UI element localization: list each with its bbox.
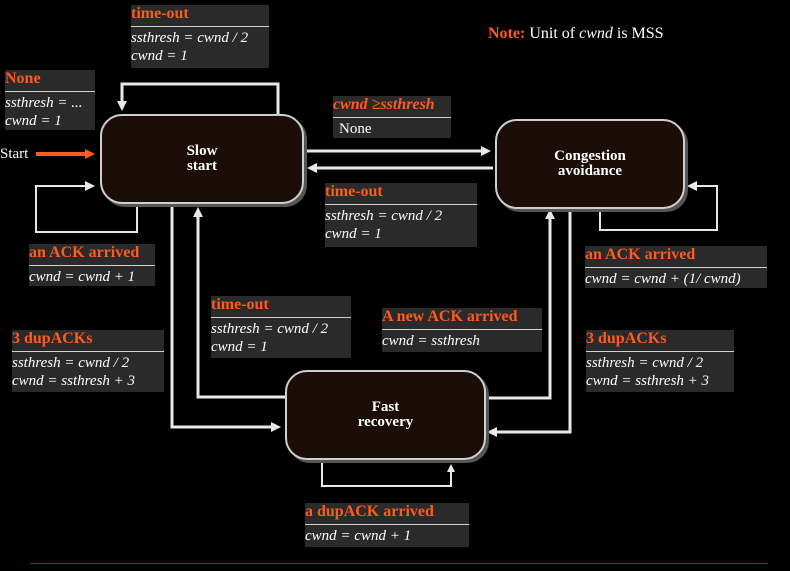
action-ack-ss: cwnd = cwnd + 1 xyxy=(29,269,136,285)
action-none-1: ssthresh = ... xyxy=(5,95,83,111)
action-timeout-top-2: cwnd = 1 xyxy=(131,48,188,64)
label-timeout-top: time-out ssthresh = cwnd / 2 cwnd = 1 xyxy=(131,5,269,68)
action-none-2: cwnd = 1 xyxy=(5,113,62,129)
unit-note: Note: Unit of cwnd is MSS xyxy=(488,25,664,43)
wire-ca-to-fr xyxy=(487,206,572,437)
event-ack-ss: an ACK arrived xyxy=(29,244,140,261)
action-dupacks-right-1: ssthresh = cwnd / 2 xyxy=(586,355,704,371)
action-cwnd-ge-ssthresh: None xyxy=(339,121,372,137)
wire-ss-to-fr xyxy=(170,204,281,432)
action-timeout-fr-1: ssthresh = cwnd / 2 xyxy=(211,321,329,337)
event-cwnd-ge-ssthresh: cwnd ≥ssthresh xyxy=(333,96,435,113)
event-new-ack: A new ACK arrived xyxy=(382,308,518,325)
note-text-before: Unit of xyxy=(529,25,576,42)
event-timeout-fr: time-out xyxy=(211,296,269,313)
action-new-ack: cwnd = ssthresh xyxy=(382,333,480,349)
state-ca-line1: Congestion xyxy=(554,148,626,164)
label-dupacks-right: 3 dupACKs ssthresh = cwnd / 2 cwnd = sst… xyxy=(586,330,734,392)
state-ca-line2: avoidance xyxy=(557,163,623,179)
event-dupacks-left: 3 dupACKs xyxy=(12,330,93,347)
action-timeout-ca-1: ssthresh = cwnd / 2 xyxy=(325,208,443,224)
state-fr-line1: Fast xyxy=(371,399,400,415)
action-dupacks-left-2: cwnd = ssthresh + 3 xyxy=(12,373,136,389)
action-timeout-ca-2: cwnd = 1 xyxy=(325,226,382,242)
state-slow-start-line2: start xyxy=(187,158,217,174)
footer-rule xyxy=(30,563,768,564)
event-ack-ca: an ACK arrived xyxy=(585,246,696,263)
event-timeout-ca: time-out xyxy=(325,183,383,200)
wire-dupack-fr xyxy=(321,458,455,487)
state-fr-line2: recovery xyxy=(357,414,414,430)
label-ack-ss: an ACK arrived cwnd = cwnd + 1 xyxy=(29,244,155,286)
label-none-start: None ssthresh = ... cwnd = 1 xyxy=(5,70,95,130)
note-label: Note: xyxy=(488,25,526,42)
action-dupacks-left-1: ssthresh = cwnd / 2 xyxy=(12,355,130,371)
action-timeout-fr-2: cwnd = 1 xyxy=(211,339,268,355)
wire-fr-to-ca xyxy=(486,209,555,400)
label-new-ack: A new ACK arrived cwnd = ssthresh xyxy=(382,308,542,352)
label-timeout-ca: time-out ssthresh = cwnd / 2 cwnd = 1 xyxy=(325,183,477,247)
event-timeout-top: time-out xyxy=(131,5,189,22)
action-ack-ca: cwnd = cwnd + (1/ cwnd) xyxy=(585,271,741,287)
wire-ack-ca xyxy=(599,181,718,231)
wire-ack-ss xyxy=(35,181,138,233)
start-label: Start xyxy=(0,146,29,162)
note-variable: cwnd xyxy=(579,25,613,42)
event-dupacks-right: 3 dupACKs xyxy=(586,330,667,347)
wire-timeout-top xyxy=(117,82,280,114)
label-timeout-fr: time-out ssthresh = cwnd / 2 cwnd = 1 xyxy=(211,296,351,358)
state-slow-start-line1: Slow xyxy=(186,143,218,159)
label-dupack-fr: a dupACK arrived cwnd = cwnd + 1 xyxy=(305,503,469,547)
action-timeout-top-1: ssthresh = cwnd / 2 xyxy=(131,30,249,46)
label-ack-ca: an ACK arrived cwnd = cwnd + (1/ cwnd) xyxy=(585,246,767,288)
event-dupack-fr: a dupACK arrived xyxy=(305,503,434,520)
action-dupacks-right-2: cwnd = ssthresh + 3 xyxy=(586,373,710,389)
label-cwnd-ge-ssthresh: cwnd ≥ssthresh None xyxy=(333,96,451,138)
event-none: None xyxy=(5,70,41,87)
action-dupack-fr: cwnd = cwnd + 1 xyxy=(305,528,412,544)
wire-fr-to-ss xyxy=(193,207,286,399)
label-dupacks-left: 3 dupACKs ssthresh = cwnd / 2 cwnd = sst… xyxy=(12,330,164,392)
note-text-after: is MSS xyxy=(616,25,664,42)
